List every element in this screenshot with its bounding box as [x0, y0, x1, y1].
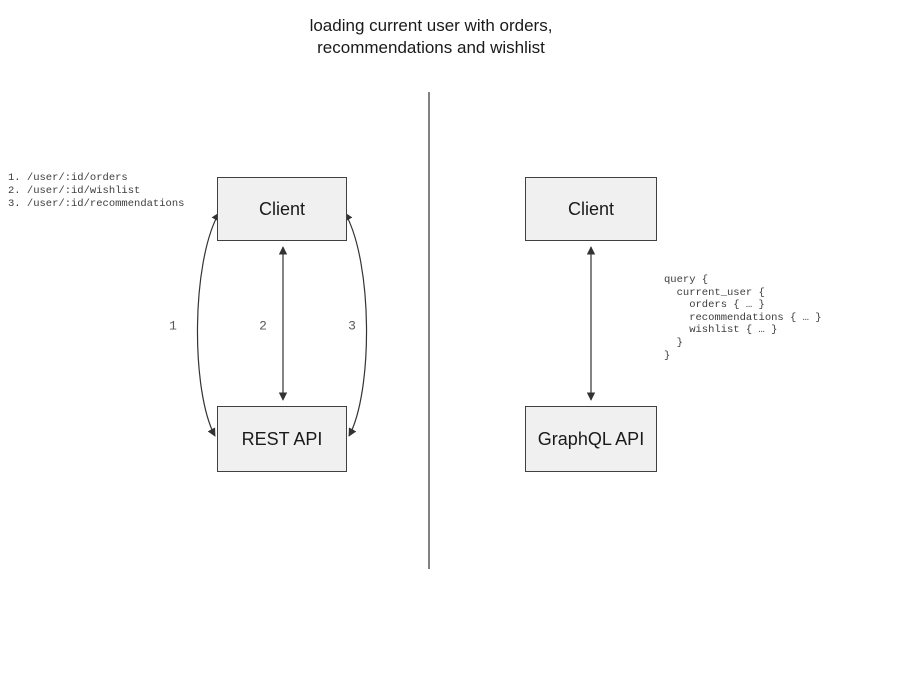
rest-arrow-1: [196, 212, 220, 437]
graphql-client-label: Client: [567, 198, 615, 219]
rest-api-label: REST API: [241, 428, 323, 449]
rest-client-box: Client: [217, 177, 347, 241]
graphql-api-label: GraphQL API: [537, 428, 645, 449]
rest-client-label: Client: [258, 198, 306, 219]
graphql-query-snippet: query { current_user { orders { … } reco…: [664, 274, 822, 362]
rest-endpoints-list: 1. /user/:id/orders 2. /user/:id/wishlis…: [8, 172, 185, 210]
diagram-title: loading current user with orders, recomm…: [309, 16, 553, 57]
graphql-client-box: Client: [525, 177, 657, 241]
arrow-label-3: 3: [348, 318, 356, 334]
rest-api-box: REST API: [217, 406, 347, 472]
arrow-label-1: 1: [169, 318, 177, 334]
graphql-api-box: GraphQL API: [525, 406, 657, 472]
arrow-label-2: 2: [259, 318, 267, 334]
